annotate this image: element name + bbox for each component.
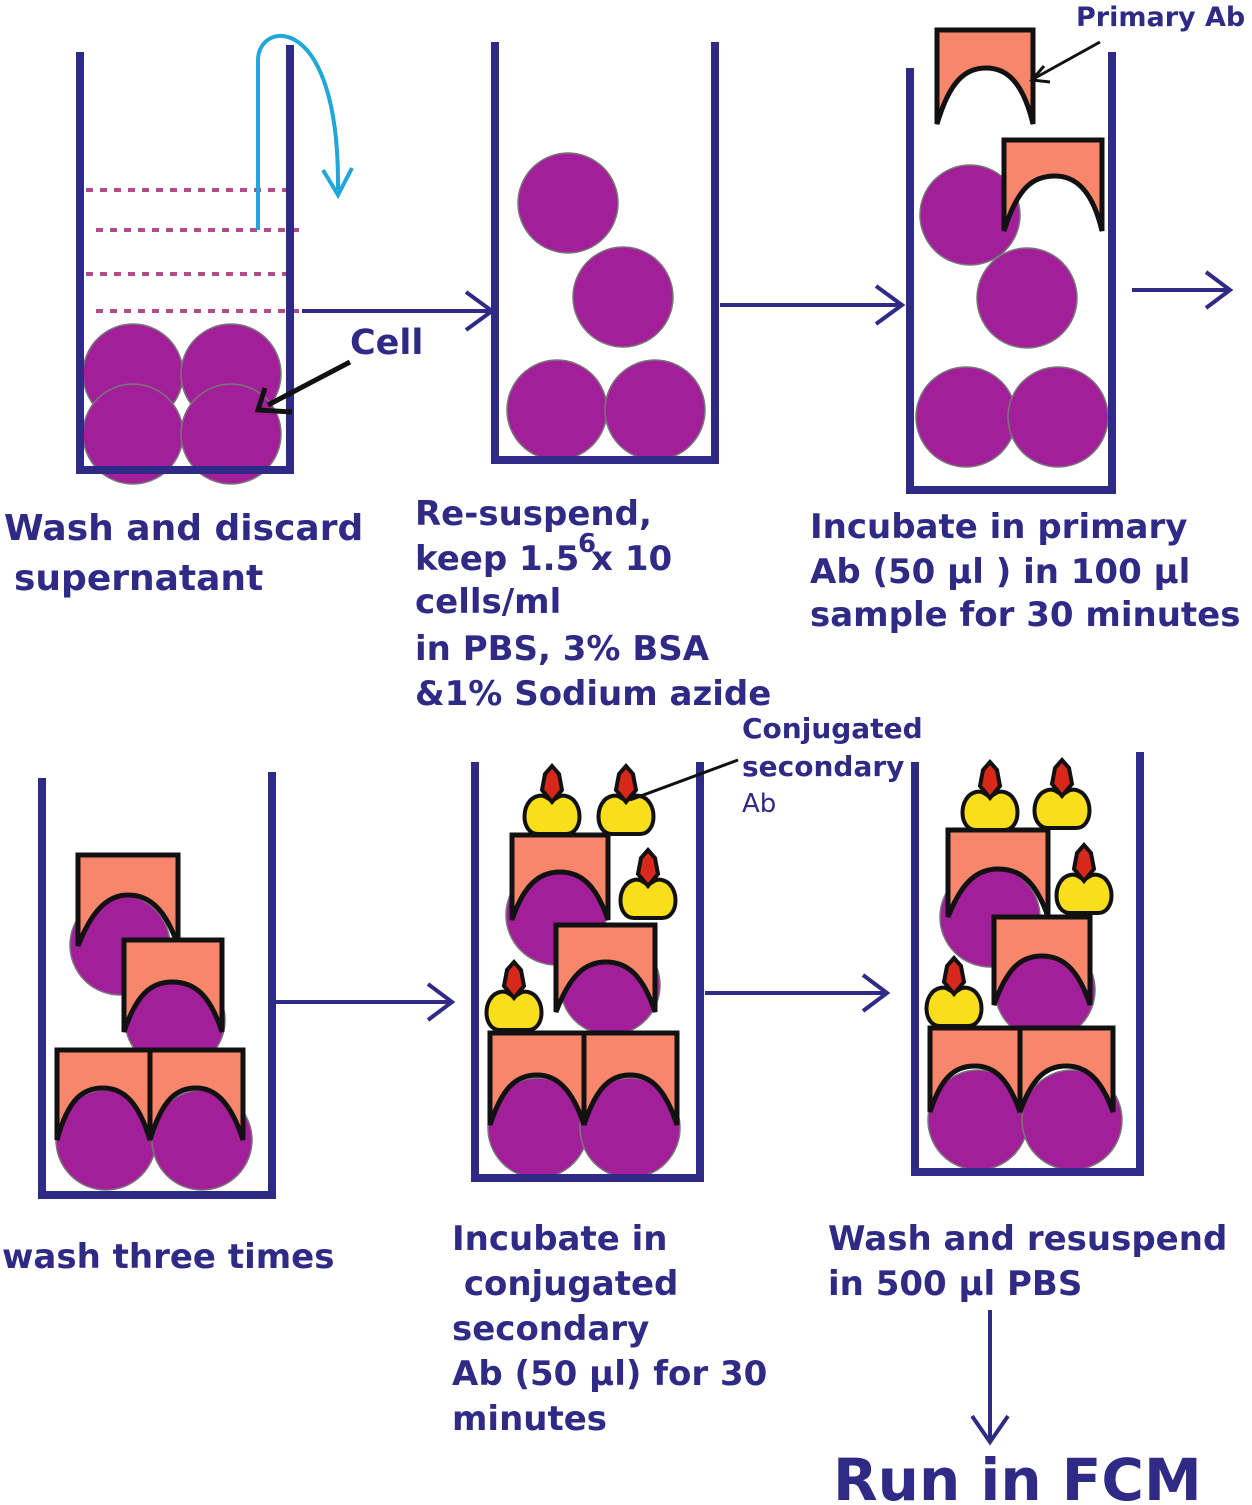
step-4-tube bbox=[38, 772, 276, 1199]
flow-arrow-icon bbox=[705, 973, 891, 1013]
step-6-tube bbox=[911, 752, 1144, 1176]
test-tube-icon bbox=[76, 45, 294, 474]
conjugated-secondary-label: Conjugated secondary bbox=[742, 712, 932, 783]
primary-ab-label: Primary Ab bbox=[1076, 2, 1245, 33]
cell-label: Cell bbox=[350, 323, 423, 363]
step-1-tube bbox=[76, 33, 354, 485]
test-tube-icon bbox=[471, 762, 704, 1182]
step-3-tube bbox=[906, 27, 1116, 494]
supernatant-lines bbox=[86, 188, 300, 313]
conjugated-secondary-antibody-icon bbox=[924, 756, 1114, 1028]
step-3-caption: Incubate in primary Ab (50 µl ) in 100 µ… bbox=[810, 507, 1240, 635]
step-5-tube bbox=[471, 758, 739, 1182]
test-tube-icon bbox=[911, 752, 1144, 1176]
step-4-caption: wash three times bbox=[2, 1237, 334, 1277]
primary-antibody-icon bbox=[934, 27, 1105, 232]
cell-icon bbox=[506, 152, 706, 461]
flow-arrow-icon bbox=[720, 284, 906, 326]
cell-icon bbox=[82, 323, 282, 485]
step-5-caption: Incubate in conjugated secondary Ab (50 … bbox=[452, 1219, 779, 1439]
flow-arrow-icon bbox=[272, 982, 456, 1022]
flow-arrow-icon bbox=[970, 1310, 1010, 1446]
exponent-superscript: 6 bbox=[578, 529, 596, 559]
step-1-caption: Wash and discard supernatant bbox=[4, 508, 376, 599]
primary-antibody-icon bbox=[927, 827, 1116, 1113]
final-step-label: Run in FCM bbox=[833, 1446, 1202, 1505]
conjugated-secondary-antibody-icon bbox=[484, 762, 678, 1032]
primary-antibody-icon bbox=[487, 832, 680, 1126]
step-6-caption: Wash and resuspend in 500 µl PBS bbox=[828, 1219, 1239, 1304]
test-tube-icon bbox=[491, 42, 719, 464]
conjugated-secondary-ab-label: Ab bbox=[742, 789, 776, 819]
discard-arrow-icon bbox=[256, 33, 354, 230]
cell-icon bbox=[55, 894, 253, 1191]
test-tube-icon bbox=[906, 52, 1116, 494]
cell-icon bbox=[915, 164, 1109, 468]
test-tube-icon bbox=[38, 772, 276, 1199]
step-2-tube bbox=[491, 42, 719, 464]
step-2-caption: Re-suspend, keep 1.5 x 10 cells/ml in PB… bbox=[415, 494, 771, 714]
flow-arrow-icon bbox=[1132, 270, 1234, 310]
primary-antibody-icon bbox=[54, 852, 246, 1141]
